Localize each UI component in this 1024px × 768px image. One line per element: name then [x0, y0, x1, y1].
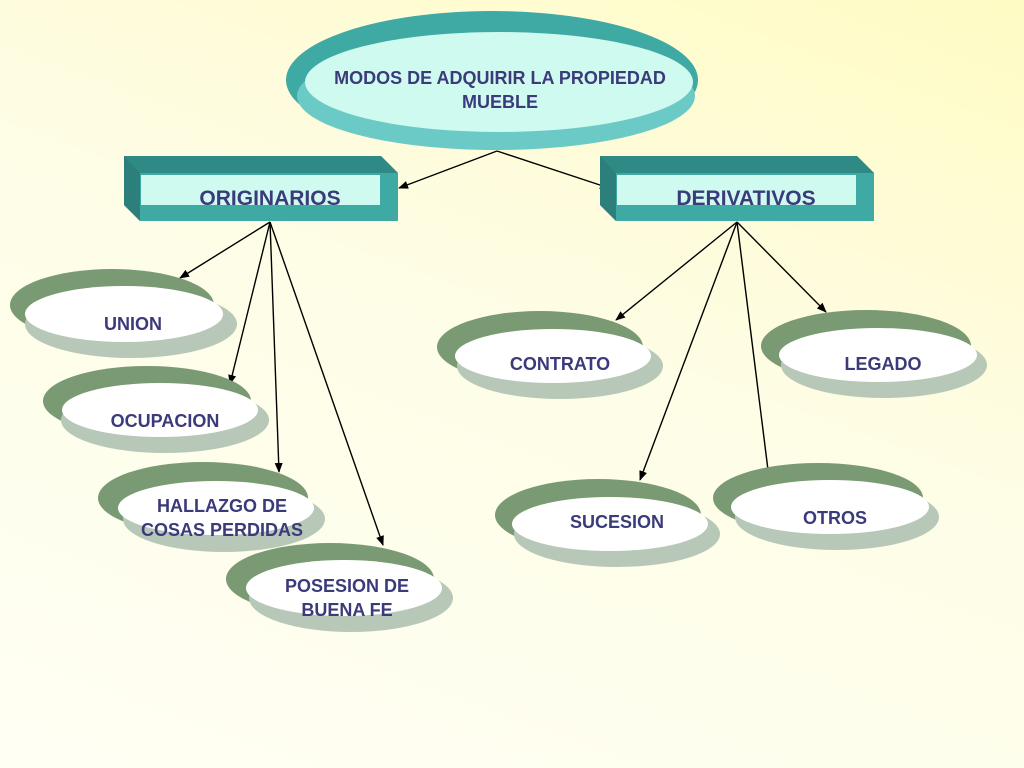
- leaf-ellipse-legado: [761, 310, 987, 398]
- connector-originarios-hallazgo: [269, 221, 283, 473]
- leaf-ellipse-otros: [713, 463, 939, 550]
- category-label-originarios: ORIGINARIOS: [199, 187, 341, 210]
- connector-originarios-ocupacion: [228, 221, 271, 385]
- connector-derivativos-otros: [736, 221, 772, 479]
- category-label-derivativos: DERIVATIVOS: [676, 187, 816, 210]
- category-box-derivativos: [600, 156, 874, 221]
- leaf-label-sucesion: SUCESION: [569, 512, 665, 532]
- leaf-ellipse-posesion: [226, 543, 453, 632]
- leaf-ellipse-sucesion: [495, 479, 720, 567]
- leaf-label-posesion: POSESION DE BUENA FE: [284, 576, 410, 620]
- category-box-originarios: [124, 156, 398, 221]
- leaf-label-legado: LEGADO: [844, 354, 922, 374]
- leaf-label-union: UNION: [104, 314, 162, 334]
- leaf-ellipse-union: [10, 269, 237, 358]
- connector-derivativos-legado: [736, 221, 827, 313]
- leaf-label-hallazgo: HALLAZGO DE COSAS PERDIDAS: [140, 496, 304, 540]
- leaf-ellipse-ocupacion: [43, 366, 269, 453]
- leaf-label-otros: OTROS: [802, 508, 867, 528]
- connector-derivativos-sucesion: [639, 221, 738, 481]
- leaf-label-ocupacion: OCUPACION: [110, 411, 220, 431]
- leaf-label-contrato: CONTRATO: [509, 354, 611, 374]
- connectors: [179, 150, 827, 546]
- connector-root-derivativos: [496, 150, 610, 189]
- connector-derivativos-contrato: [615, 221, 738, 321]
- connector-originarios-posesion: [269, 221, 384, 546]
- connector-originarios-union: [179, 221, 271, 279]
- root-node: [286, 11, 698, 150]
- leaf-ellipse-contrato: [437, 311, 663, 399]
- leaf-ellipse-hallazgo: [98, 462, 325, 552]
- connector-root-originarios: [398, 150, 498, 189]
- root-title: MODOS DE ADQUIRIR LA PROPIEDAD MUEBLE: [334, 68, 666, 112]
